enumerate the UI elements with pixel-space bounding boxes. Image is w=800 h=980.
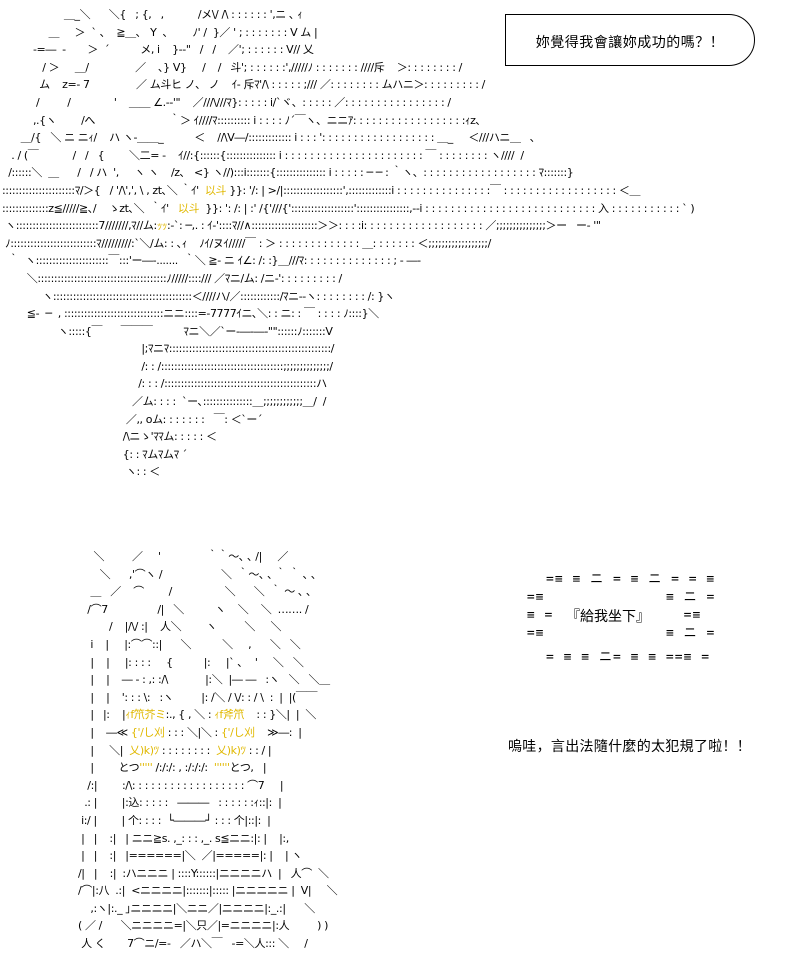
art-top-line: /: : : /::::::::::::::::::::::::::::::::… (2, 377, 327, 391)
art-bottom-line: | ―≪ {'/し刈 : : : ＼|＼ : {'/し刈 ≫―: | (78, 725, 302, 739)
shout-frame-bottom-border: = ≡ ≡ ニ= ≡ ≡ ==≡ = (546, 650, 711, 665)
art-bottom-line: | ＼| 乂)k)ﾂ : : : : : : : : 乂)k)ﾂ : : / | (78, 743, 272, 757)
art-top-line: / / ' ＿＿ ∠.-‐'" ／///\///ﾏ}: : : : : i/`ヾ… (2, 95, 451, 109)
art-bottom-line: /⌒7 /| ＼ ヽ ＼ ＼ ……. / (78, 602, 309, 616)
art-top-line: /: : /::::::::::::::::::::::::::::::::::… (2, 359, 333, 373)
caption-text: 嗚哇，言出法隨什麼的太犯規了啦！！ (508, 739, 752, 755)
art-bottom-line: /| | :| :ハニニニ | ::::Y::::::|ニニニニハ | 人⌒ ＼ (78, 866, 329, 880)
art-bottom-line: i | |:⌒⌒::| ＼ ＼ , ＼ ＼ (78, 637, 301, 651)
art-top-line: ::::::::::::::::::::::ﾏ/＞{ / '/\',', \ ,… (2, 183, 641, 197)
art-top-line: ／,, oム: : : : : : : ￣: ＜`ー´ (2, 412, 263, 426)
art-bottom-line: | | :| | ニニ≧s. ,_: : : ,_. s≦ニニ:|: | |:, (78, 831, 289, 845)
art-top-line: / ＞ ＿/ ／ ､} V} / / 斗'; : : : : : :',////… (2, 60, 462, 74)
speech-bubble: 妳覺得我會讓妳成功的嗎？！ (505, 14, 755, 66)
art-top-line: ヽ:::::{￣ ￣￣￣ ﾏニ＼／`ー‐―‐―‐""::::::ﾉ:::::::… (2, 324, 333, 338)
art-top-line: . / (￣ / / { ＼二= - ｲ//:{::::::{:::::::::… (2, 148, 524, 162)
art-bottom-line: | | |: : : : { |: |` ､ ' ＼ ＼ (78, 655, 304, 669)
art-top-line: ﾉ::::::::::::::::::::::::::ﾏ/////////:`＼… (2, 236, 491, 250)
shout-frame-right-border: ≡ ニ = =≡ ≡ ニ = (666, 590, 716, 641)
art-bottom-line: | |: |ｨf笊芥ミ:., { , ＼ : ｨf斧笊 : : }＼| | ＼ (78, 708, 317, 722)
art-bottom-line: | | ― ‐ : ,: :/\ |:＼ |― ― :ヽ ＼ ＼＿ (78, 673, 330, 687)
art-top-line: /\ニゝ'ﾏﾏム: : : : : ＜ (2, 430, 217, 444)
art-bottom-line: ( ／ / ＼ニニニニ=|＼只／|=ニニニニ|:人 ) ) (78, 919, 328, 933)
art-bottom-line: /⌒|:八 .:| <ニニニニ|:::::::|::::: |ニニニニニ | V… (78, 884, 338, 898)
ascii-art-blast-scene: ＿_＼ ＼{ ; {, , /メ\/ /\ : : : : : : ',ニ ､ … (2, 6, 695, 481)
art-bottom-line: /:| :/\: : : : : : : : : : : : : : : : :… (78, 778, 284, 792)
art-top-line: ヽ: : ＜ (2, 465, 160, 479)
shout-frame: =≡ ≡ ニ = ≡ ニ = = ≡ =≡ ≡ = =≡ 『給我坐下』 ≡ ニ … (518, 568, 714, 665)
art-bottom-line: ,:ヽ|:._ ｣ニニニニ|＼ニニ／|ニニニニ|:_.:| ＼ (78, 901, 315, 915)
shout-frame-top-border: =≡ ≡ ニ = ≡ ニ = = ≡ (546, 572, 716, 587)
art-bottom-line: ＼ ／ ' ｀｀～､ ､ /| ／ (78, 550, 288, 563)
art-top-line: ／ム: : : : `ー､:::::::::::::::＿;;;;;;;;;;;… (2, 395, 327, 409)
speech-bubble-text: 妳覺得我會讓妳成功的嗎？！ (535, 35, 725, 51)
art-bottom-line: i:/ | | 个: : : : └―――┘ : : : 个|::|: | (78, 813, 271, 827)
art-top-line: ヽ:::::::::::::::::::::::::::::::::::::::… (2, 289, 395, 303)
shout-text: 『給我坐下』 (566, 609, 650, 625)
shout-frame-left-border: =≡ ≡ = =≡ (526, 590, 554, 641)
art-bottom-line: 人 く 7⌒ニ/=- ／ハ＼￣ -=＼人::: ＼ / (78, 937, 308, 951)
art-top-line: -=― - ＞ ´ メ, i }--" / / ／'; : : : : : : … (2, 43, 314, 57)
art-top-line: ,.{ヽ /へ ｀＞ ｲ////ﾏ:::::::::: i : : : : ﾉ´… (2, 113, 481, 127)
art-bottom-line: .: | |:込: : : : : ――― : : : : : :ｨ::|: | (78, 796, 282, 810)
art-top-line: ＼:::::::::::::::::::::::::::::::::::::::… (2, 271, 342, 285)
art-top-line: ム z=- 7 ／ ム斗ヒ ノ、 ノ ｲ- 斥ﾏ'/\ : : : : : ;/… (2, 78, 485, 92)
art-bottom-line: | とつ''''' /:/:/: , :/:/:/: ''''''とつ, | (78, 761, 267, 775)
art-top-line: ＿ ＞ ` 、 ≧＿､ Y ､ ﾉ' / }／ ' ; : : : : : : … (2, 25, 318, 39)
art-bottom-line: / |/\/ :| 人＼ ヽ ＼ ＼ (78, 620, 282, 634)
art-top-line: ≦‐ ─ , ::::::::::::::::::::::::::::::ニニ:… (2, 307, 379, 321)
art-top-line: {: : ﾏムﾏムﾏ ´ (2, 447, 188, 461)
art-top-line: |;ﾏニﾏ:::::::::::::::::::::::::::::::::::… (2, 342, 335, 356)
art-top-line: /::::::＼ ＿ / / ハ ', ヽ ヽ /z､ <} ヽ//):::i:… (2, 166, 574, 180)
art-bottom-line: ＿ ／ ⌒ / ＼ ＼ ｀ ～ ､ ､ (78, 585, 312, 599)
ascii-art-shocked-character: ＼ ／ ' ｀｀～､ ､ /| ／ ＼ ,'⌒ヽ / ＼ ｀～､ ､ ｀ ｀ ､… (78, 548, 338, 953)
art-top-line: ＿_＼ ＼{ ; {, , /メ\/ /\ : : : : : : ',ニ ､ … (2, 8, 303, 21)
art-bottom-line: ＼ ,'⌒ヽ / ＼ ｀～､ ､ ｀ ｀ ､ ､ (78, 567, 317, 581)
art-top-line: ヽ:::::::::::::::::::::::::7///////,ﾏ//ム:… (2, 219, 601, 233)
art-top-line: ＿/{ ＼ ニ ニｨ/ ハ ヽ-＿＿_ ＜ //\V―/::::::::::::… (2, 131, 536, 145)
art-top-line: ::::::::::::::z≦/////≧､/ ゝzt､＼ ｀ｲ' 以斗 }}… (2, 201, 695, 215)
art-bottom-line: | | :| |======|＼ ／|=====|: | | ヽ (78, 849, 302, 863)
art-bottom-line: | | ': : : \: :ヽ |: /＼ / \/: : / \ : | |… (78, 690, 318, 704)
art-top-line: ｀ ヽ::::::::::::::::::::::￣:::'ー―‐.......… (2, 254, 421, 268)
